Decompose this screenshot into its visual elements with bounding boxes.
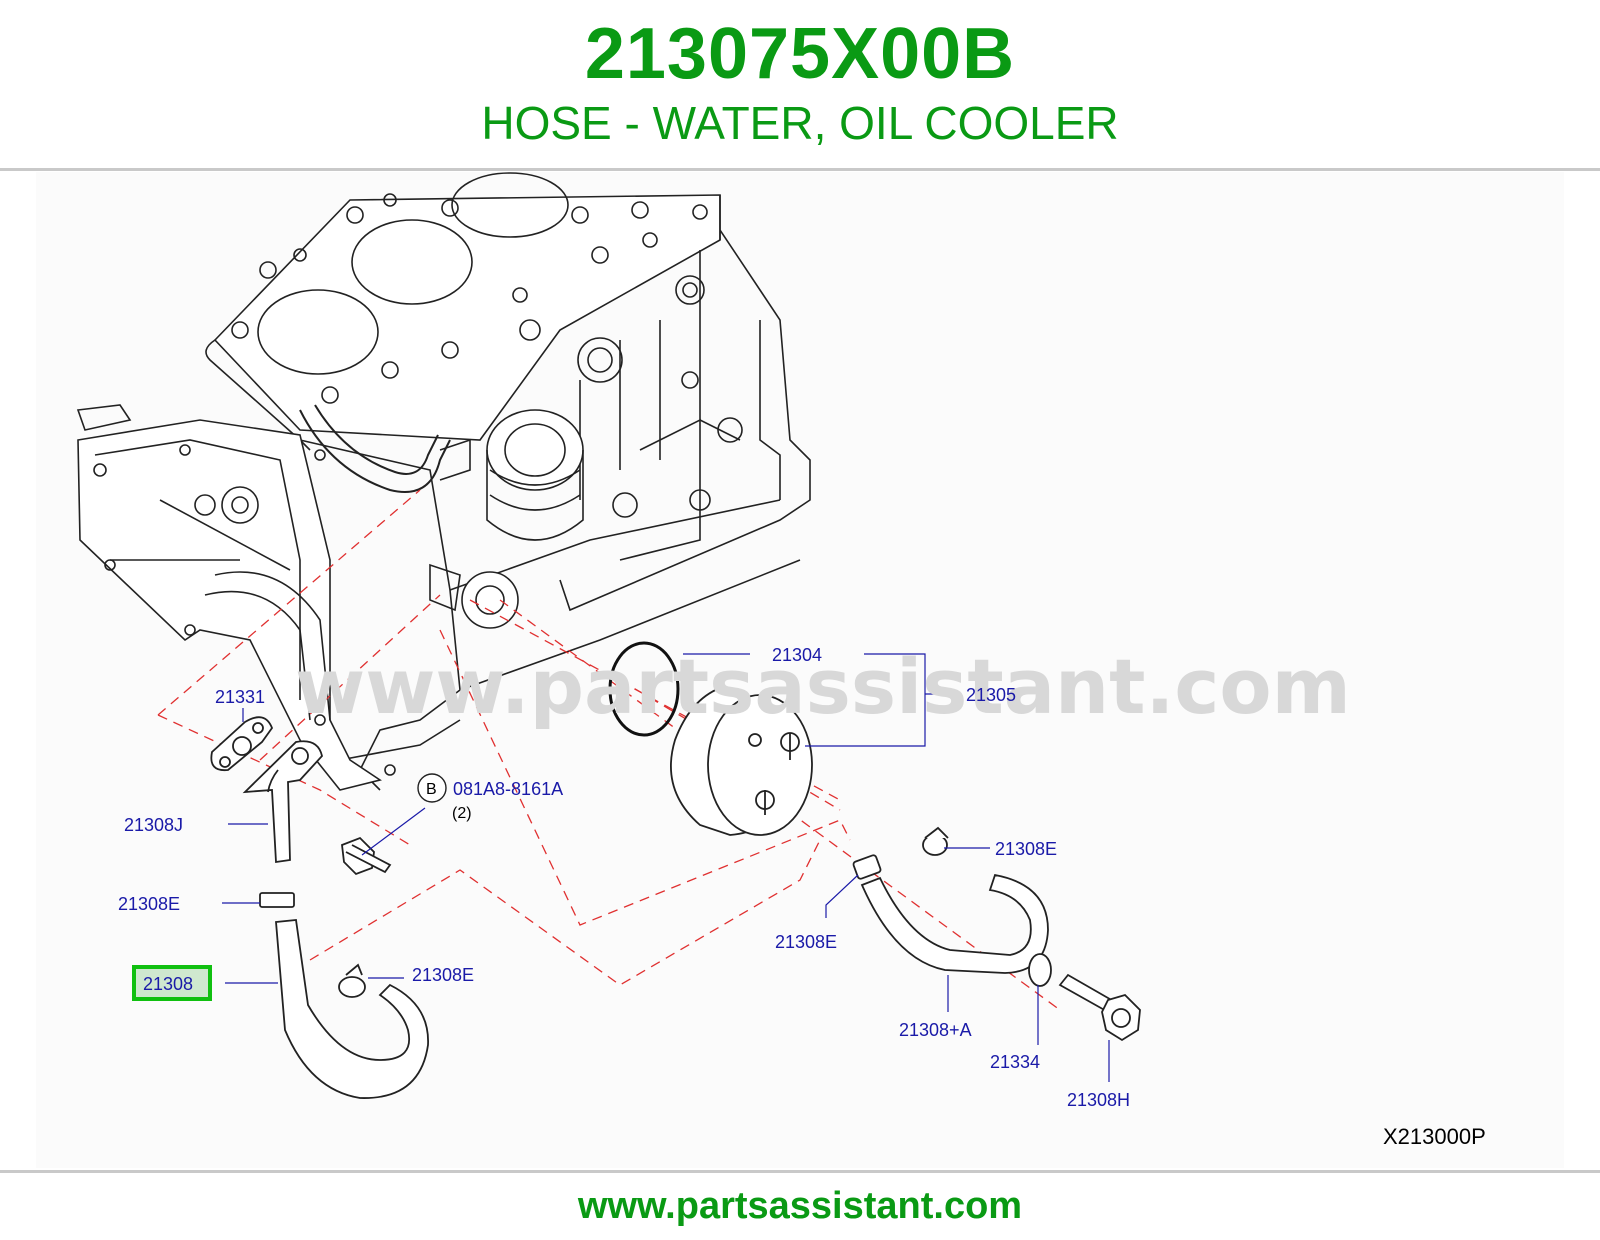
gasket-21331 [210, 716, 274, 772]
bolt-081A8-8161A [341, 836, 392, 876]
callout-21331[interactable]: 21331 [215, 687, 265, 707]
diagram-svg: www.partsassistant.com 21331 21308J 2130… [36, 172, 1564, 1168]
callout-21308E-right[interactable]: 21308E [995, 839, 1057, 859]
footer-divider [0, 1170, 1600, 1173]
callout-21305[interactable]: 21305 [966, 685, 1016, 705]
engine-block-illustration [76, 172, 811, 791]
part-description: HOSE - WATER, OIL COOLER [481, 97, 1119, 149]
callout-21304[interactable]: 21304 [772, 645, 822, 665]
part-number: 213075X00B [584, 14, 1016, 94]
callout-leaders [222, 653, 1110, 1082]
oil-cooler-21305 [670, 687, 813, 836]
callout-21308[interactable]: 21308 [143, 974, 193, 994]
parts-diagram: www.partsassistant.com 21331 21308J 2130… [36, 172, 1564, 1168]
reference-code: X213000P [1383, 1124, 1486, 1149]
callout-labels: 21331 21308J 21308E 21308 21308E 21304 2… [118, 645, 1486, 1149]
o-ring-21334 [1028, 953, 1052, 987]
watermark: www.partsassistant.com [295, 642, 1351, 731]
callout-21334[interactable]: 21334 [990, 1052, 1040, 1072]
clamp-21308E-right [922, 826, 949, 856]
clamp-21308E-left [259, 892, 295, 908]
clamp-21308E-mid [852, 854, 882, 880]
callout-21308E-lower[interactable]: 21308E [412, 965, 474, 985]
bolt-quantity: (2) [452, 805, 472, 822]
callout-21308A[interactable]: 21308+A [899, 1020, 972, 1040]
bolt-21308H [1058, 973, 1141, 1042]
hose-21308 [275, 919, 429, 1099]
callout-21308E-mid[interactable]: 21308E [775, 932, 837, 952]
footer-url[interactable]: www.partsassistant.com [577, 1185, 1023, 1227]
parts-illustrations [210, 641, 1141, 1099]
clamp-21308E-lower [338, 963, 366, 998]
o-ring-21304 [608, 641, 680, 737]
bolt-ref-letter: B [426, 781, 437, 798]
callout-21308H[interactable]: 21308H [1067, 1090, 1130, 1110]
header-divider [0, 168, 1600, 171]
callout-21308J[interactable]: 21308J [124, 815, 183, 835]
hose-21308A [860, 873, 1049, 974]
bolt-ref-circle [417, 773, 447, 803]
callout-21308E-left[interactable]: 21308E [118, 894, 180, 914]
elbow-pipe-21308J [242, 740, 323, 864]
callout-081A8-8161A[interactable]: 081A8-8161A [453, 779, 563, 799]
highlight-box [132, 965, 212, 1001]
